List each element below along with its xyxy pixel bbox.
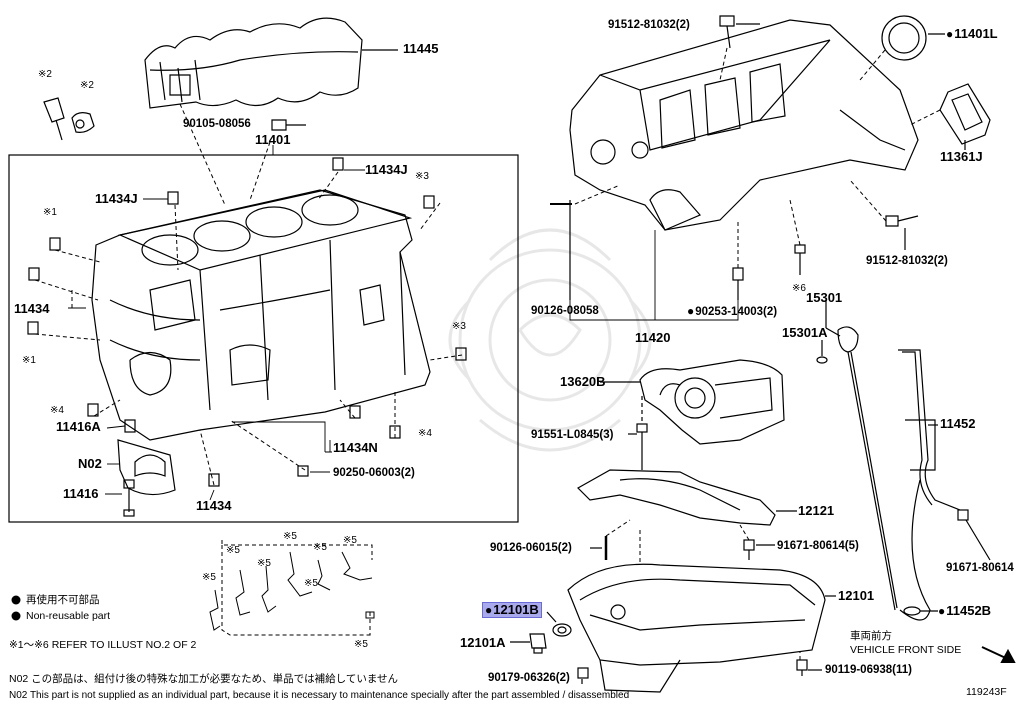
oil-pump-13620B — [639, 359, 785, 445]
mark-5c: ※5 — [257, 558, 271, 569]
bolt-11416 — [123, 479, 135, 517]
label-11416[interactable]: 11416 — [63, 486, 99, 501]
mark-5e: ※5 — [313, 542, 327, 553]
bolt-91512-right — [885, 215, 919, 227]
label-11434-left[interactable]: 11434 — [14, 301, 50, 316]
oil-jet-group — [209, 540, 375, 636]
label-11445[interactable]: 11445 — [403, 41, 439, 56]
oil-pan-12101 — [567, 563, 826, 693]
bolt-6 — [794, 244, 806, 275]
label-11361J[interactable]: 11361J — [940, 149, 983, 164]
mark-5d: ※5 — [283, 531, 297, 542]
cover-11361J — [939, 83, 991, 145]
bolt-90179 — [577, 667, 589, 679]
label-12101A[interactable]: 12101A — [460, 635, 506, 650]
label-11416A[interactable]: 11416A — [56, 419, 101, 434]
bolt-90119 — [796, 659, 808, 676]
label-90119[interactable]: 90119-06938(11) — [825, 664, 912, 676]
footer-note-ja: N02 この部品は、組付け後の特殊な加工が必要なため、単品では補給していません — [9, 673, 399, 685]
mark-3a: ※3 — [415, 171, 429, 182]
label-11434-bottom[interactable]: 11434 — [196, 498, 232, 513]
oil-level-gauge-guide-11452 — [898, 349, 961, 621]
stiffening-crankcase-11420 — [569, 19, 919, 231]
mark-5a: ※5 — [202, 572, 216, 583]
label-12101B[interactable]: 12101B — [482, 602, 542, 618]
legend-nonreusable-en: Non-reusable part — [26, 610, 111, 622]
oil-seal-11401L — [881, 15, 927, 61]
label-90126-06015[interactable]: 90126-06015(2) — [490, 542, 572, 554]
label-N02[interactable]: N02 — [78, 456, 102, 471]
mark-4b: ※4 — [418, 428, 432, 439]
gasket-12101B — [552, 623, 572, 637]
legend-nonreusable-ja: 再使用不可部品 — [26, 594, 100, 606]
label-12101[interactable]: 12101 — [838, 588, 875, 603]
cylinder-block-frame — [8, 154, 519, 523]
stud-90126-08058 — [550, 200, 572, 300]
mark-2b: ※2 — [80, 80, 94, 91]
label-90126-08058[interactable]: 90126-08058 — [531, 305, 599, 317]
label-91512-right[interactable]: 91512-81032(2) — [866, 255, 948, 267]
label-91551[interactable]: 91551-L0845(3) — [531, 429, 614, 441]
mark-3b: ※3 — [452, 321, 466, 332]
label-13620B[interactable]: 13620B — [560, 374, 606, 389]
label-90105[interactable]: 90105-08056 — [183, 118, 251, 130]
baffle-plate-12121 — [577, 469, 776, 526]
label-11401L[interactable]: 11401L — [946, 27, 997, 41]
label-15301A[interactable]: 15301A — [782, 325, 828, 340]
label-11452[interactable]: 11452 — [940, 416, 976, 431]
engine-insulator-11445 — [144, 17, 363, 109]
label-11434J-left[interactable]: 11434J — [95, 191, 138, 206]
label-12121[interactable]: 12121 — [798, 503, 835, 518]
mark-5g: ※5 — [304, 578, 318, 589]
mark-5f: ※5 — [343, 535, 357, 546]
oil-level-gauge-15301 — [837, 326, 898, 611]
label-91671-b[interactable]: 91671-80614 — [946, 562, 1014, 574]
mark-4a: ※4 — [50, 405, 64, 416]
bolt-91512-top — [719, 15, 735, 49]
vehicle-front-arrow-icon — [981, 646, 1016, 663]
label-11452B[interactable]: 11452B — [938, 604, 991, 618]
label-11420[interactable]: 11420 — [635, 330, 671, 345]
bearing-cap-N02 — [117, 439, 176, 496]
footer-note-en: N02 This part is not supplied as an indi… — [9, 690, 630, 701]
legend-refer: ※1～※6 REFER TO ILLUST NO.2 OF 2 — [9, 639, 197, 651]
label-11434N[interactable]: 11434N — [333, 440, 378, 455]
label-90250[interactable]: 90250-06003(2) — [333, 467, 415, 479]
mark-2a: ※2 — [38, 69, 52, 80]
bolt-2a — [43, 97, 65, 141]
label-90179[interactable]: 90179-06326(2) — [488, 672, 570, 684]
watermark-emblem — [448, 228, 652, 452]
nonreusable-dot-icon — [11, 595, 21, 605]
drain-plug-12101A — [529, 633, 547, 654]
label-90253[interactable]: 90253-14003(2) — [687, 304, 777, 319]
label-11434J-top[interactable]: 11434J — [365, 162, 408, 177]
o-ring-11452B — [903, 606, 921, 616]
label-15301[interactable]: 15301 — [806, 290, 843, 305]
bolt-90105 — [271, 119, 306, 131]
direction-ja: 車両前方 — [850, 630, 892, 642]
bolt-91671-a — [743, 539, 755, 560]
nonreusable-dot-icon-en — [11, 611, 21, 621]
mark-1b: ※1 — [22, 355, 36, 366]
bolt-91551 — [636, 423, 648, 470]
diagram-id: 119243F — [966, 686, 1007, 698]
direction-en: VEHICLE FRONT SIDE — [850, 644, 962, 656]
label-11401[interactable]: 11401 — [255, 132, 291, 147]
mark-5b: ※5 — [226, 545, 240, 556]
cylinder-block-11401 — [91, 189, 431, 441]
bolt-2b — [71, 112, 95, 133]
label-91671-a[interactable]: 91671-80614(5) — [777, 540, 859, 552]
mark-1a: ※1 — [43, 207, 57, 218]
label-91512-top[interactable]: 91512-81032(2) — [608, 19, 690, 31]
mark-6: ※6 — [792, 283, 806, 294]
o-ring-15301A — [816, 356, 828, 364]
mark-5h: ※5 — [354, 639, 368, 650]
bolt-91671-b — [957, 509, 991, 561]
